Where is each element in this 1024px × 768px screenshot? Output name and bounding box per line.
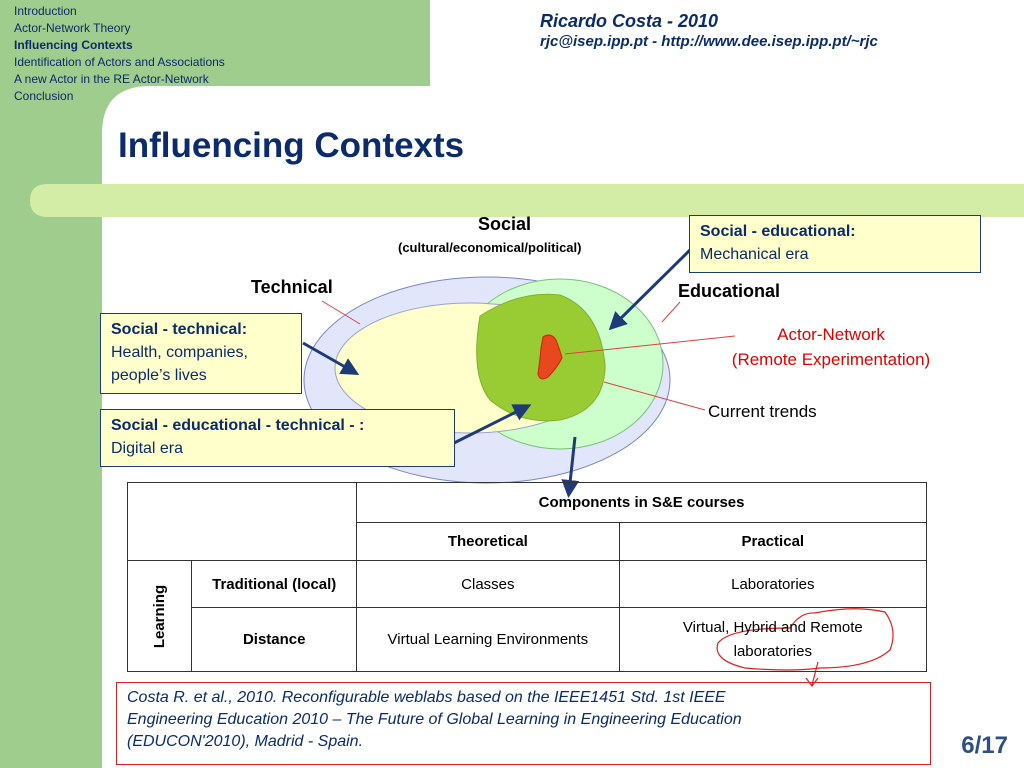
cell-remote-labs: Virtual, Hybrid and Remote laboratories (618, 607, 928, 672)
arrow-social-educational (608, 248, 692, 331)
actor-network-line2: (Remote Experimentation) (731, 350, 931, 369)
table-corner-cell (126, 482, 358, 561)
section-navigation: Introduction Actor-Network Theory Influe… (14, 3, 225, 105)
cell-classes: Classes (356, 560, 620, 608)
social-edu-tech-text: Digital era (111, 440, 184, 457)
nav-item-identification[interactable]: Identification of Actors and Association… (14, 55, 225, 69)
author-name: Ricardo Costa - 2010 (540, 11, 719, 31)
reference-box: Costa R. et al., 2010. Reconfigurable we… (116, 682, 931, 765)
cell-remote-labs-line2: laboratories (733, 642, 812, 660)
current-trends-pointer-line (603, 381, 706, 411)
reference-line1: Costa R. et al., 2010. Reconfigurable we… (127, 689, 726, 706)
col-header-practical: Practical (618, 522, 928, 561)
nav-item-actor-network-theory[interactable]: Actor-Network Theory (14, 21, 131, 35)
social-edu-tech-box: Social - educational - technical - : Dig… (100, 409, 455, 467)
row-group-learning: Learning (151, 584, 169, 648)
arrow-social-technical (302, 341, 360, 375)
actor-network-line1: Actor-Network (777, 325, 885, 344)
social-technical-box: Social - technical: Health, companies, p… (100, 313, 302, 394)
technical-pointer-line (321, 300, 361, 325)
nav-item-influencing-contexts[interactable]: Influencing Contexts (14, 38, 133, 52)
table-row: Distance Virtual Learning Environments V… (128, 607, 928, 672)
social-technical-line2: people’s lives (111, 367, 207, 384)
cell-virtual-learning: Virtual Learning Environments (356, 607, 620, 672)
header-green-panel (0, 0, 430, 768)
actor-network-shape (537, 334, 563, 380)
technical-label: Technical (251, 277, 333, 297)
social-technical-title: Social - technical: (111, 321, 248, 338)
row-label-traditional: Traditional (local) (191, 560, 358, 608)
nav-item-conclusion[interactable]: Conclusion (14, 89, 74, 103)
page-title: Influencing Contexts (118, 126, 465, 165)
row-group-learning-cell: Learning (126, 560, 193, 672)
title-underline-stripe (30, 184, 1024, 217)
nav-item-introduction[interactable]: Introduction (14, 4, 77, 18)
author-block: Ricardo Costa - 2010 rjc@isep.ipp.pt - h… (540, 10, 878, 52)
social-label: Social (478, 214, 532, 234)
components-table: Components in S&E courses Theoretical Pr… (126, 482, 928, 672)
current-trends-label: Current trends (708, 402, 817, 421)
nav-item-new-actor[interactable]: A new Actor in the RE Actor-Network (14, 72, 209, 86)
cell-remote-labs-line1: Virtual, Hybrid and Remote (682, 618, 863, 636)
remote-labs-scribble-tick (805, 677, 819, 687)
social-technical-line1: Health, companies, (111, 344, 248, 361)
social-sublabel: (cultural/economical/political) (398, 240, 582, 255)
social-educational-title: Social - educational: (700, 223, 856, 240)
social-educational-box: Social - educational: Mechanical era (689, 215, 981, 273)
social-educational-text: Mechanical era (700, 246, 809, 263)
reference-line2: Engineering Education 2010 – The Future … (127, 711, 742, 728)
author-contact: rjc@isep.ipp.pt - http://www.dee.isep.ip… (540, 33, 878, 50)
actor-network-pointer-line (564, 335, 736, 355)
col-header-theoretical: Theoretical (356, 522, 620, 561)
row-label-distance: Distance (191, 607, 358, 672)
arrow-social-edu-tech (447, 404, 532, 448)
educational-label: Educational (678, 281, 781, 301)
social-edu-tech-title: Social - educational - technical - : (111, 417, 365, 434)
table-header-components: Components in S&E courses (356, 482, 927, 523)
educational-pointer-line (661, 301, 681, 323)
table-row: Learning Traditional (local) Classes Lab… (126, 560, 928, 672)
reference-line3: (EDUCON'2010), Madrid - Spain. (127, 733, 364, 750)
cell-laboratories: Laboratories (618, 560, 928, 608)
actor-network-label: Actor-Network (Remote Experimentation) (706, 322, 956, 372)
page-number: 6/17 (961, 732, 1008, 759)
table-header-row: Components in S&E courses (126, 482, 927, 561)
